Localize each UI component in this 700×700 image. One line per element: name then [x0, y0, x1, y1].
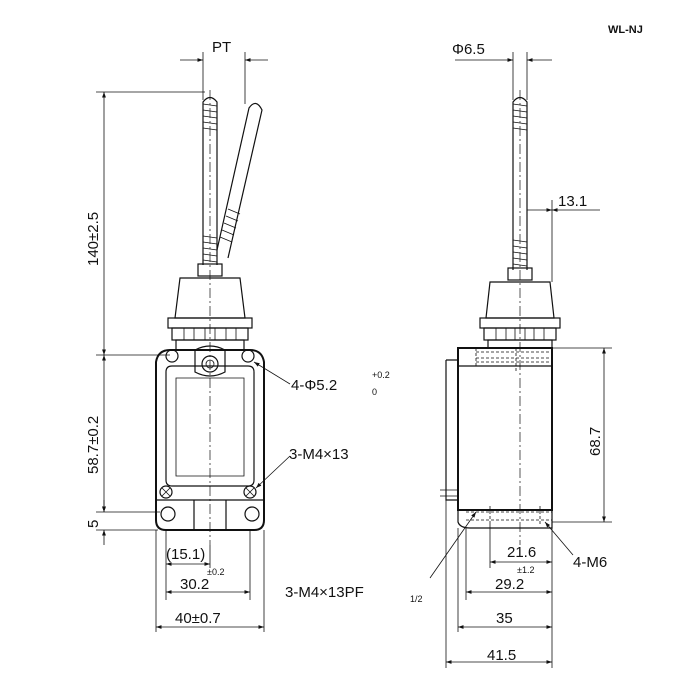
svg-text:0: 0	[372, 387, 377, 397]
mount-hole-top-left	[165, 349, 179, 363]
svg-text:30.2: 30.2	[180, 576, 209, 593]
svg-text:4-M6: 4-M6	[573, 554, 607, 571]
mount-hole-bottom-left	[160, 506, 176, 522]
screw-callout: 3-M4×13	[255, 446, 349, 489]
model-label: WL-NJ	[608, 24, 643, 36]
svg-text:(15.1): (15.1)	[166, 546, 205, 563]
svg-text:5: 5	[85, 520, 102, 528]
svg-text:58.7±0.2: 58.7±0.2	[85, 416, 102, 474]
rod-diameter-dimension: Φ6.5	[452, 41, 552, 100]
side-depth-dimensions: 21.6 ±1.2 29.2 35 41.5	[445, 500, 553, 668]
front-rod-tilted	[216, 102, 263, 259]
front-view: PT 140±2.5 58.7±0.2 5 4-Φ5.2 +0.2 0 3-M4	[85, 39, 423, 632]
mount-hole-bottom-right	[244, 506, 260, 522]
screw-pf-callout: 3-M4×13PF 1/2	[285, 584, 423, 604]
side-view: Φ6.5 13.1 68.7 4-M6	[429, 41, 612, 668]
svg-text:4-Φ5.2: 4-Φ5.2	[291, 377, 337, 394]
svg-text:3-M4×13: 3-M4×13	[289, 446, 349, 463]
conduit-callout: 4-M6	[544, 521, 607, 571]
svg-text:29.2: 29.2	[495, 576, 524, 593]
svg-text:±0.2: ±0.2	[207, 567, 224, 577]
svg-text:±1.2: ±1.2	[517, 565, 534, 575]
svg-text:3-M4×13PF: 3-M4×13PF	[285, 584, 364, 601]
screw-pf-leader	[429, 511, 477, 579]
side-height-dimension: 68.7	[552, 347, 612, 523]
svg-text:21.6: 21.6	[507, 544, 536, 561]
front-width-dimensions: (15.1) ±0.2 30.2 40±0.7	[155, 530, 265, 632]
svg-text:13.1: 13.1	[558, 193, 587, 210]
svg-text:+0.2: +0.2	[372, 370, 390, 380]
offset-dimension: 13.1	[527, 193, 600, 282]
svg-text:PT: PT	[212, 39, 231, 56]
svg-text:Φ6.5: Φ6.5	[452, 41, 485, 58]
pt-dimension: PT	[180, 39, 268, 104]
svg-text:40±0.7: 40±0.7	[175, 610, 221, 627]
mount-hole-callout: 4-Φ5.2 +0.2 0	[253, 361, 390, 397]
svg-text:41.5: 41.5	[487, 647, 516, 664]
front-height-dimensions: 140±2.5 58.7±0.2 5	[85, 91, 205, 545]
screw-bottom-right	[243, 485, 257, 499]
svg-text:68.7: 68.7	[587, 427, 604, 456]
mount-hole-top-right	[241, 349, 255, 363]
screw-bottom-left	[159, 485, 173, 499]
svg-text:140±2.5: 140±2.5	[85, 212, 102, 266]
svg-text:35: 35	[496, 610, 513, 627]
svg-text:1/2: 1/2	[410, 594, 423, 604]
side-body	[440, 347, 553, 529]
